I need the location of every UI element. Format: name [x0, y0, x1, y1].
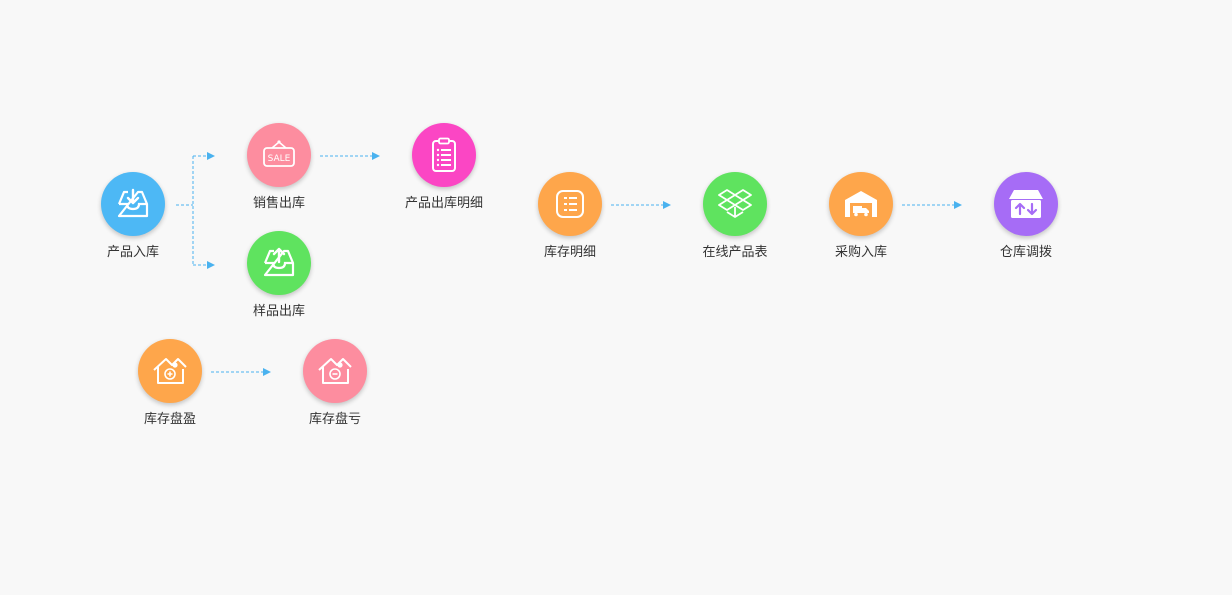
transfer-box-icon: [1009, 190, 1043, 218]
warehouse-transfer-circle: [994, 172, 1058, 236]
inventory-surplus-label: 库存盘盈: [143, 412, 196, 427]
inbox-download-icon: [117, 188, 149, 218]
inventory-loss-circle: [303, 339, 367, 403]
purchase-inbound-circle: [829, 172, 893, 236]
online-product-table-label: 在线产品表: [702, 245, 768, 260]
product-inbound-label: 产品入库: [106, 245, 159, 260]
sample-outbound-label: 样品出库: [252, 304, 305, 319]
dropbox-icon: [718, 189, 752, 218]
list-icon: [556, 190, 584, 218]
house-plus-icon: [153, 358, 187, 384]
product-inbound-circle: [101, 172, 165, 236]
purchase-inbound-label: 采购入库: [834, 245, 887, 260]
inventory-detail-circle: [538, 172, 602, 236]
product-outbound-detail-circle: [412, 123, 476, 187]
house-minus-icon: [318, 358, 352, 384]
sales-outbound-label: 销售出库: [252, 196, 305, 211]
product-outbound-detail-label: 产品出库明细: [404, 196, 483, 211]
inventory-loss-label: 库存盘亏: [308, 412, 361, 427]
warehouse-transfer-label: 仓库调拨: [999, 245, 1052, 260]
clipboard-list-icon: [432, 137, 456, 172]
sale-tag-icon: SALE: [263, 140, 295, 167]
inventory-detail-label: 库存明细: [543, 245, 596, 260]
inbox-upload-icon: [263, 247, 295, 277]
sales-outbound-circle: SALE: [247, 123, 311, 187]
sale-tag-text: SALE: [268, 154, 291, 164]
sample-outbound-circle: [247, 231, 311, 295]
inventory-surplus-circle: [138, 339, 202, 403]
warehouse-truck-icon: [845, 191, 877, 217]
connector-inbound-split: [176, 156, 194, 265]
online-product-table-circle: [703, 172, 767, 236]
